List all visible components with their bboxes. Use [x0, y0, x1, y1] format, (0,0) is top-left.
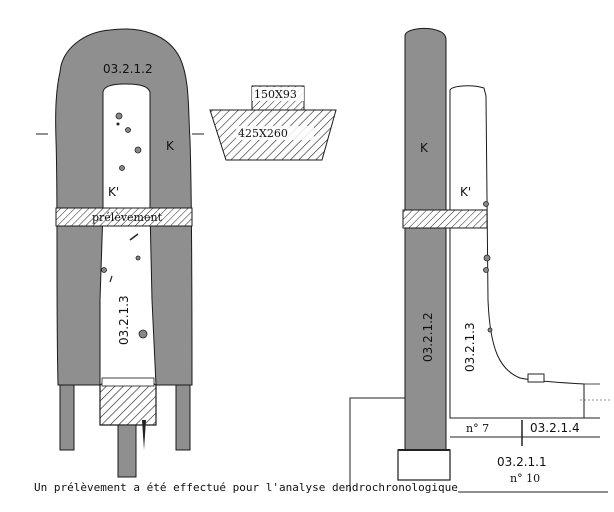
right-label-vertical-left: 03.2.1.2	[421, 312, 435, 362]
right-label-k: K	[420, 141, 429, 155]
left-base-block	[99, 379, 157, 426]
right-sample-band	[402, 209, 488, 229]
drawing-caption: Un prélèvement a été effectué pour l'ana…	[34, 481, 458, 494]
left-label-k: K	[166, 139, 175, 153]
right-dark-post	[404, 27, 447, 451]
left-leg-1	[59, 384, 75, 451]
left-label-vertical: 03.2.1.3	[117, 295, 131, 345]
left-label-sample: prélèvement	[92, 211, 163, 224]
section-profile: 150X93 425X260	[209, 85, 337, 161]
right-section: K K' 03.2.1.2 03.2.1.3 n° 7 03.2.1.4 03.…	[349, 27, 610, 493]
left-sample-band	[55, 207, 193, 227]
left-inner-post	[99, 83, 157, 386]
left-leg-2	[175, 384, 191, 451]
right-label-vertical-right: 03.2.1.3	[463, 322, 477, 372]
right-label-n10: n° 10	[510, 472, 540, 485]
left-label-top: 03.2.1.2	[103, 62, 153, 76]
right-light-post	[449, 85, 585, 419]
right-base-box	[397, 449, 451, 481]
right-label-n7: n° 7	[466, 422, 489, 435]
left-center-post	[117, 424, 137, 478]
left-label-kprime: K'	[108, 185, 119, 199]
lower-dim-label: 425X260	[238, 127, 288, 140]
left-elevation: 03.2.1.2 K K' prélèvement 03.2.1.3	[36, 28, 204, 478]
right-label-0314: 03.2.1.4	[530, 421, 580, 435]
right-label-kprime: K'	[460, 185, 471, 199]
right-label-0311: 03.2.1.1	[497, 455, 547, 469]
upper-dim-label: 150X93	[254, 88, 297, 101]
